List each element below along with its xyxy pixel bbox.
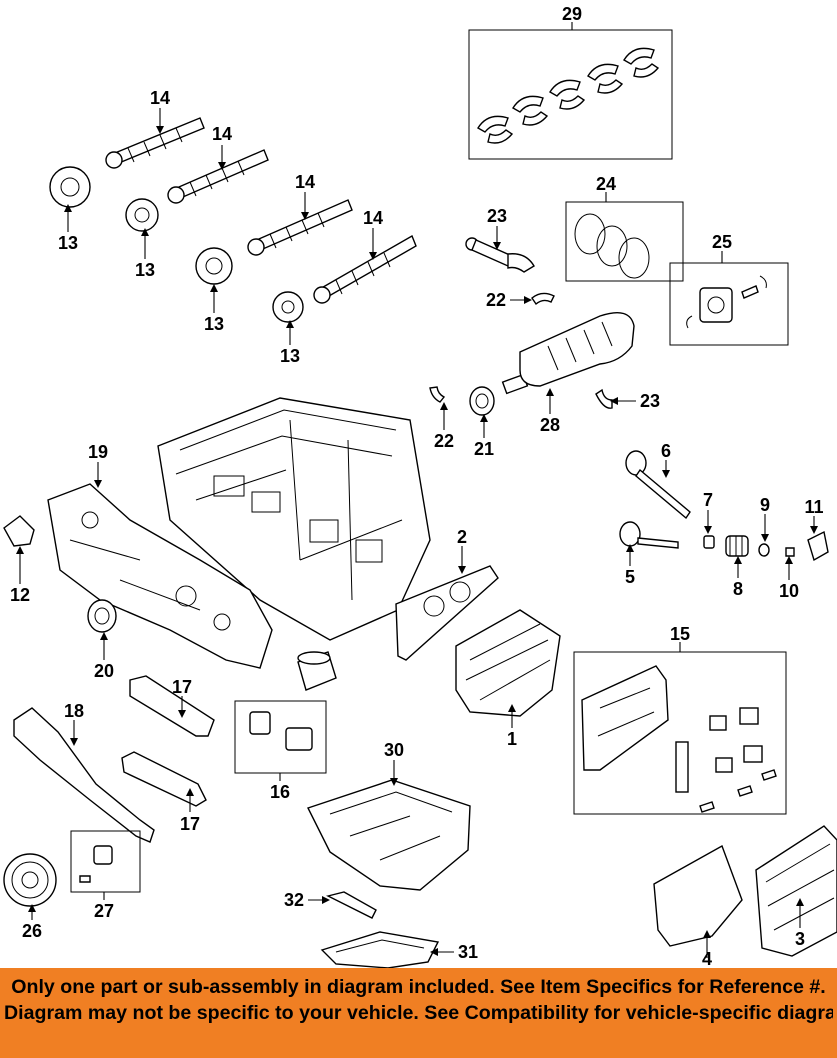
bearing-22-upper[interactable] <box>531 292 555 306</box>
valve-spring-8[interactable] <box>725 535 749 557</box>
cam-sprocket-13[interactable] <box>49 166 304 323</box>
callout-22: 22 <box>486 290 506 310</box>
callout-25: 25 <box>712 232 732 252</box>
timing-chain-18[interactable] <box>13 707 155 843</box>
oil-filter[interactable] <box>297 651 337 691</box>
callout-15: 15 <box>670 624 690 644</box>
oil-pan-31[interactable] <box>320 931 440 968</box>
retainer-9[interactable] <box>758 543 770 557</box>
callout-1: 1 <box>507 729 517 749</box>
valve-5[interactable] <box>619 521 679 549</box>
callout-9: 9 <box>760 495 770 515</box>
callout-23: 23 <box>487 206 507 226</box>
callout-14: 14 <box>150 88 170 108</box>
oil-seal-21[interactable] <box>469 386 495 416</box>
leader-lines <box>16 22 818 958</box>
callout-22: 22 <box>434 431 454 451</box>
callout-30: 30 <box>384 740 404 760</box>
timing-cover-19[interactable] <box>47 483 273 669</box>
timing-kit-15[interactable] <box>573 651 787 815</box>
head-gasket-2[interactable] <box>395 565 499 661</box>
crank-pulley-26[interactable] <box>3 853 57 907</box>
cylinder-head-1[interactable] <box>455 609 561 717</box>
balancer-25[interactable] <box>669 262 789 346</box>
callout-2: 2 <box>457 527 467 547</box>
callout-13: 13 <box>204 314 224 334</box>
callout-24: 24 <box>596 174 616 194</box>
callout-13: 13 <box>280 346 300 366</box>
connecting-rod-23[interactable] <box>465 237 535 273</box>
callout-13: 13 <box>135 260 155 280</box>
chain-guide-17a[interactable] <box>129 675 215 737</box>
callout-10: 10 <box>779 581 799 601</box>
callout-19: 19 <box>88 442 108 462</box>
callout-17: 17 <box>180 814 200 834</box>
callout-8: 8 <box>733 579 743 599</box>
valve-6[interactable] <box>625 450 691 520</box>
callout-31: 31 <box>458 942 478 962</box>
callout-28: 28 <box>540 415 560 435</box>
oil-pan-30[interactable] <box>307 779 471 891</box>
callout-13: 13 <box>58 233 78 253</box>
engine-parts-diagram: 29 14 14 14 14 13 13 13 13 24 23 25 22 2… <box>3 4 837 968</box>
callout-23: 23 <box>640 391 660 411</box>
crank-seal-20[interactable] <box>87 599 117 633</box>
callout-7: 7 <box>703 490 713 510</box>
callout-20: 20 <box>94 661 114 681</box>
callout-5: 5 <box>625 567 635 587</box>
callout-14: 14 <box>212 124 232 144</box>
bearing-22-lower[interactable] <box>429 386 446 403</box>
callout-29: 29 <box>562 4 582 24</box>
bearing-23-lower[interactable] <box>595 388 613 409</box>
callout-16: 16 <box>270 782 290 802</box>
crank-pulley-bolt-27[interactable] <box>70 830 141 893</box>
valve-guide-7[interactable] <box>703 535 715 549</box>
bearing-set-29[interactable] <box>468 29 673 160</box>
callout-14: 14 <box>295 172 315 192</box>
disclaimer-line-1: Only one part or sub-assembly in diagram… <box>11 976 826 998</box>
callout-32: 32 <box>284 890 304 910</box>
callout-4: 4 <box>702 949 712 968</box>
callout-18: 18 <box>64 701 84 721</box>
disclaimer-line-2: Diagram may not be specific to your vehi… <box>4 1002 833 1024</box>
callout-12: 12 <box>10 585 30 605</box>
callout-14: 14 <box>363 208 383 228</box>
callout-17: 17 <box>172 677 192 697</box>
callout-27: 27 <box>94 901 114 921</box>
tensioner-16[interactable] <box>234 700 327 774</box>
rocker-arm-11[interactable] <box>807 530 829 562</box>
callout-11: 11 <box>804 497 823 517</box>
disclaimer-banner: Only one part or sub-assembly in diagram… <box>0 968 837 1058</box>
crankshaft-28[interactable] <box>501 312 635 395</box>
camshaft-14[interactable] <box>105 117 417 304</box>
valve-cover-gasket-4[interactable] <box>653 844 743 947</box>
valve-cover-3[interactable] <box>755 825 837 957</box>
callout-labels: 29 14 14 14 14 13 13 13 13 24 23 25 22 2… <box>10 4 824 968</box>
callout-21: 21 <box>474 439 494 459</box>
piston-rings-24[interactable] <box>565 201 684 282</box>
oil-pickup-32[interactable] <box>325 891 377 919</box>
callout-3: 3 <box>795 929 805 949</box>
chain-guide-17b[interactable] <box>121 751 207 807</box>
callout-6: 6 <box>661 441 671 461</box>
callout-26: 26 <box>22 921 42 941</box>
cam-actuator-12[interactable] <box>3 515 35 547</box>
valve-keeper-10[interactable] <box>785 547 795 557</box>
